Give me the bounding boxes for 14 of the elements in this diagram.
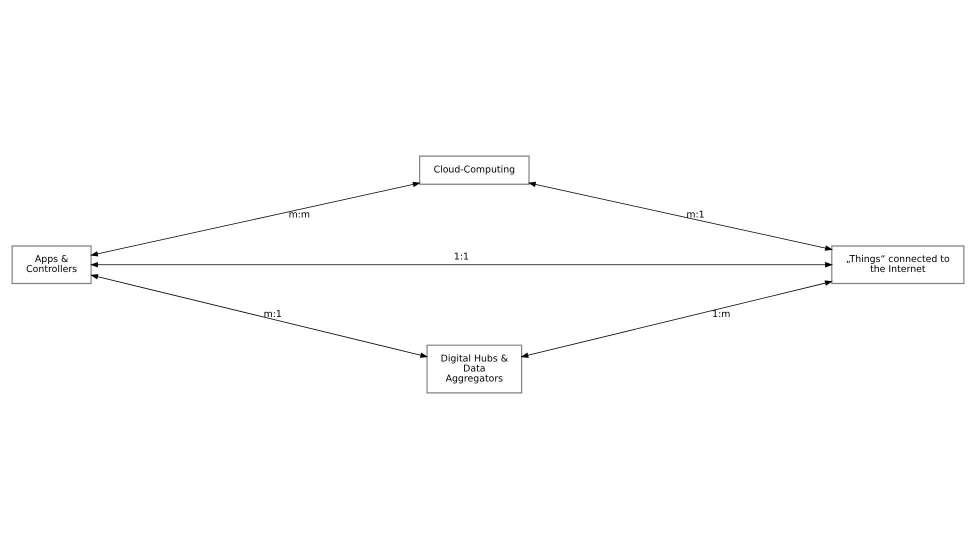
edge-label: 1:1 (454, 252, 469, 263)
edge-label: 1:m (712, 308, 730, 320)
arrow (520, 280, 833, 358)
node-box: „Things“ connected to the Internet (831, 245, 964, 284)
node-box: Digital Hubs & Data Aggregators (426, 344, 522, 394)
edge-label: m:1 (264, 308, 282, 320)
arrow (90, 262, 833, 268)
arrow (528, 182, 833, 251)
node-box: Cloud-Computing (419, 156, 530, 185)
edge-label: m:m (288, 210, 310, 221)
arrow (90, 182, 421, 256)
edge-label: m:1 (686, 210, 705, 221)
node-box: Apps & Controllers (12, 245, 92, 284)
arrow (90, 274, 428, 358)
